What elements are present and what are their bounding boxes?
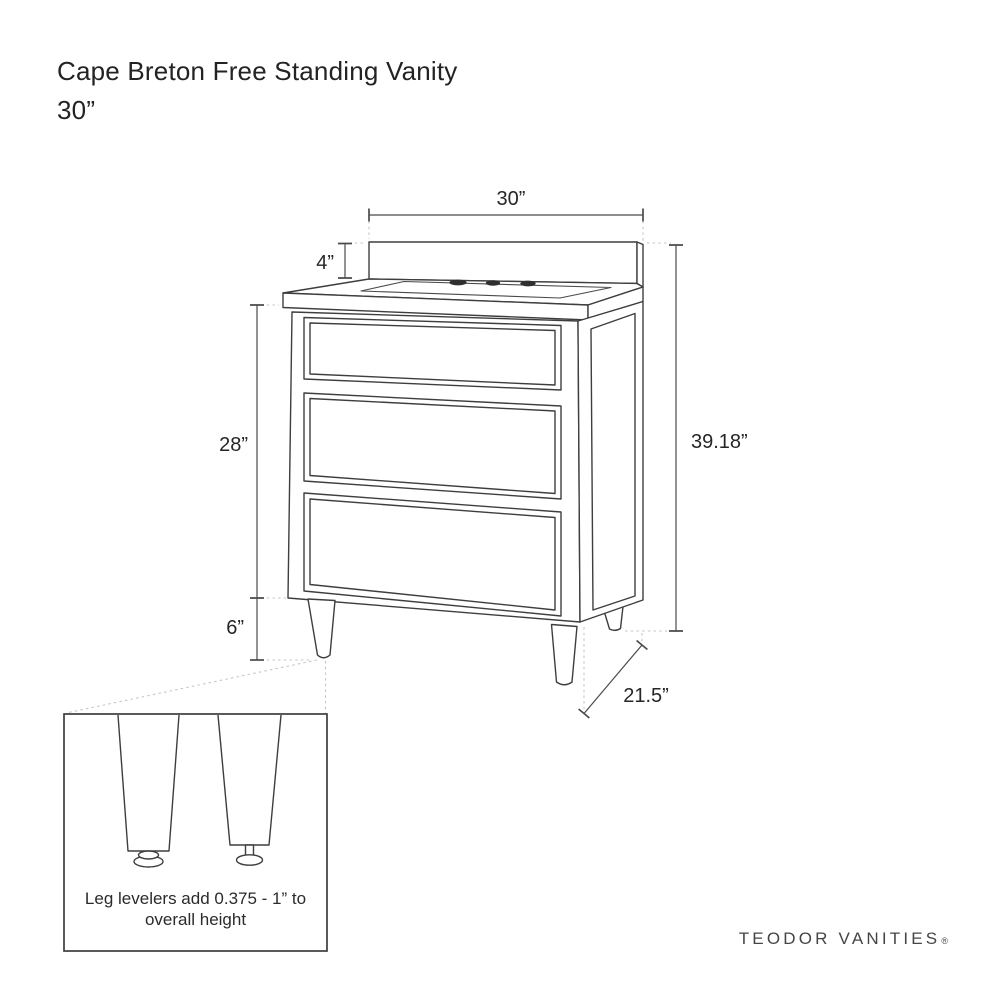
leveler-disc xyxy=(235,854,264,866)
dimension-depth: 21.5” xyxy=(578,627,669,719)
leader-line-diagonal xyxy=(65,659,318,714)
dimension-cabinet-height: 28” xyxy=(219,304,286,599)
inset-caption: Leg levelers add 0.375 - 1” to overall h… xyxy=(64,888,327,930)
inset-caption-line1: Leg levelers add 0.375 - 1” to xyxy=(84,889,307,908)
dimension-top-width: 30” xyxy=(368,188,644,241)
dimension-label-cabinet-height: 28” xyxy=(219,434,248,456)
vanity-drawing xyxy=(282,241,644,686)
inset-box xyxy=(63,713,328,952)
drawer-top xyxy=(303,316,562,391)
cabinet-side-inner-panel xyxy=(590,312,636,611)
dimension-overall-height: 39.18” xyxy=(625,242,748,632)
dimension-line xyxy=(583,644,643,714)
cabinet-side-panel xyxy=(577,300,644,623)
leg-leveler-inset xyxy=(63,713,328,952)
faucet-hole-right xyxy=(520,280,536,287)
drawer-middle-inner xyxy=(309,397,556,495)
backsplash-side xyxy=(636,241,644,288)
drawer-middle xyxy=(303,392,562,500)
dimension-backsplash-height: 4” xyxy=(316,242,365,279)
dimension-tick xyxy=(338,242,352,279)
faucet-hole-center xyxy=(485,280,501,286)
dimension-tick xyxy=(669,244,683,632)
drawer-middle-outer xyxy=(303,392,562,500)
drawer-top-outer xyxy=(303,316,562,391)
faucet-holes xyxy=(449,279,536,287)
dimension-label-leg-height: 6” xyxy=(226,617,244,639)
dimension-label-top-width: 30” xyxy=(497,188,526,210)
page-title: Cape Breton Free Standing Vanity 30” xyxy=(57,52,458,130)
dimension-tick xyxy=(368,208,644,222)
leveler-collar xyxy=(137,850,160,860)
backsplash-front xyxy=(368,241,638,285)
brand-name: TEODOR VANITIES xyxy=(738,929,941,948)
drawer-bottom-outer xyxy=(303,492,562,617)
product-name: Cape Breton Free Standing Vanity xyxy=(57,56,458,86)
inset-leveler-left xyxy=(133,850,164,868)
leg-front-left xyxy=(307,598,336,659)
inset-caption-line2: overall height xyxy=(144,910,247,929)
inset-leveler-right xyxy=(235,844,264,866)
cabinet-front-face xyxy=(287,311,581,623)
brand-logo: TEODOR VANITIES® xyxy=(739,929,948,949)
faucet-hole-left xyxy=(449,279,467,286)
leg-front-right xyxy=(550,623,578,686)
dimension-tick xyxy=(578,639,648,719)
drawer-top-inner xyxy=(309,322,556,386)
dimension-label-overall-height: 39.18” xyxy=(691,431,748,453)
drawer-bottom-inner xyxy=(309,498,556,611)
product-size: 30” xyxy=(57,95,96,125)
inset-leg-left xyxy=(117,714,180,852)
dimension-label-depth: 21.5” xyxy=(623,685,669,707)
sink-recess xyxy=(360,280,612,299)
drawer-bottom xyxy=(303,492,562,617)
inset-leader-lines xyxy=(65,659,327,714)
dimension-label-backsplash: 4” xyxy=(316,252,334,274)
dimension-leg-height: 6” xyxy=(226,598,311,661)
registered-mark: ® xyxy=(941,936,948,946)
